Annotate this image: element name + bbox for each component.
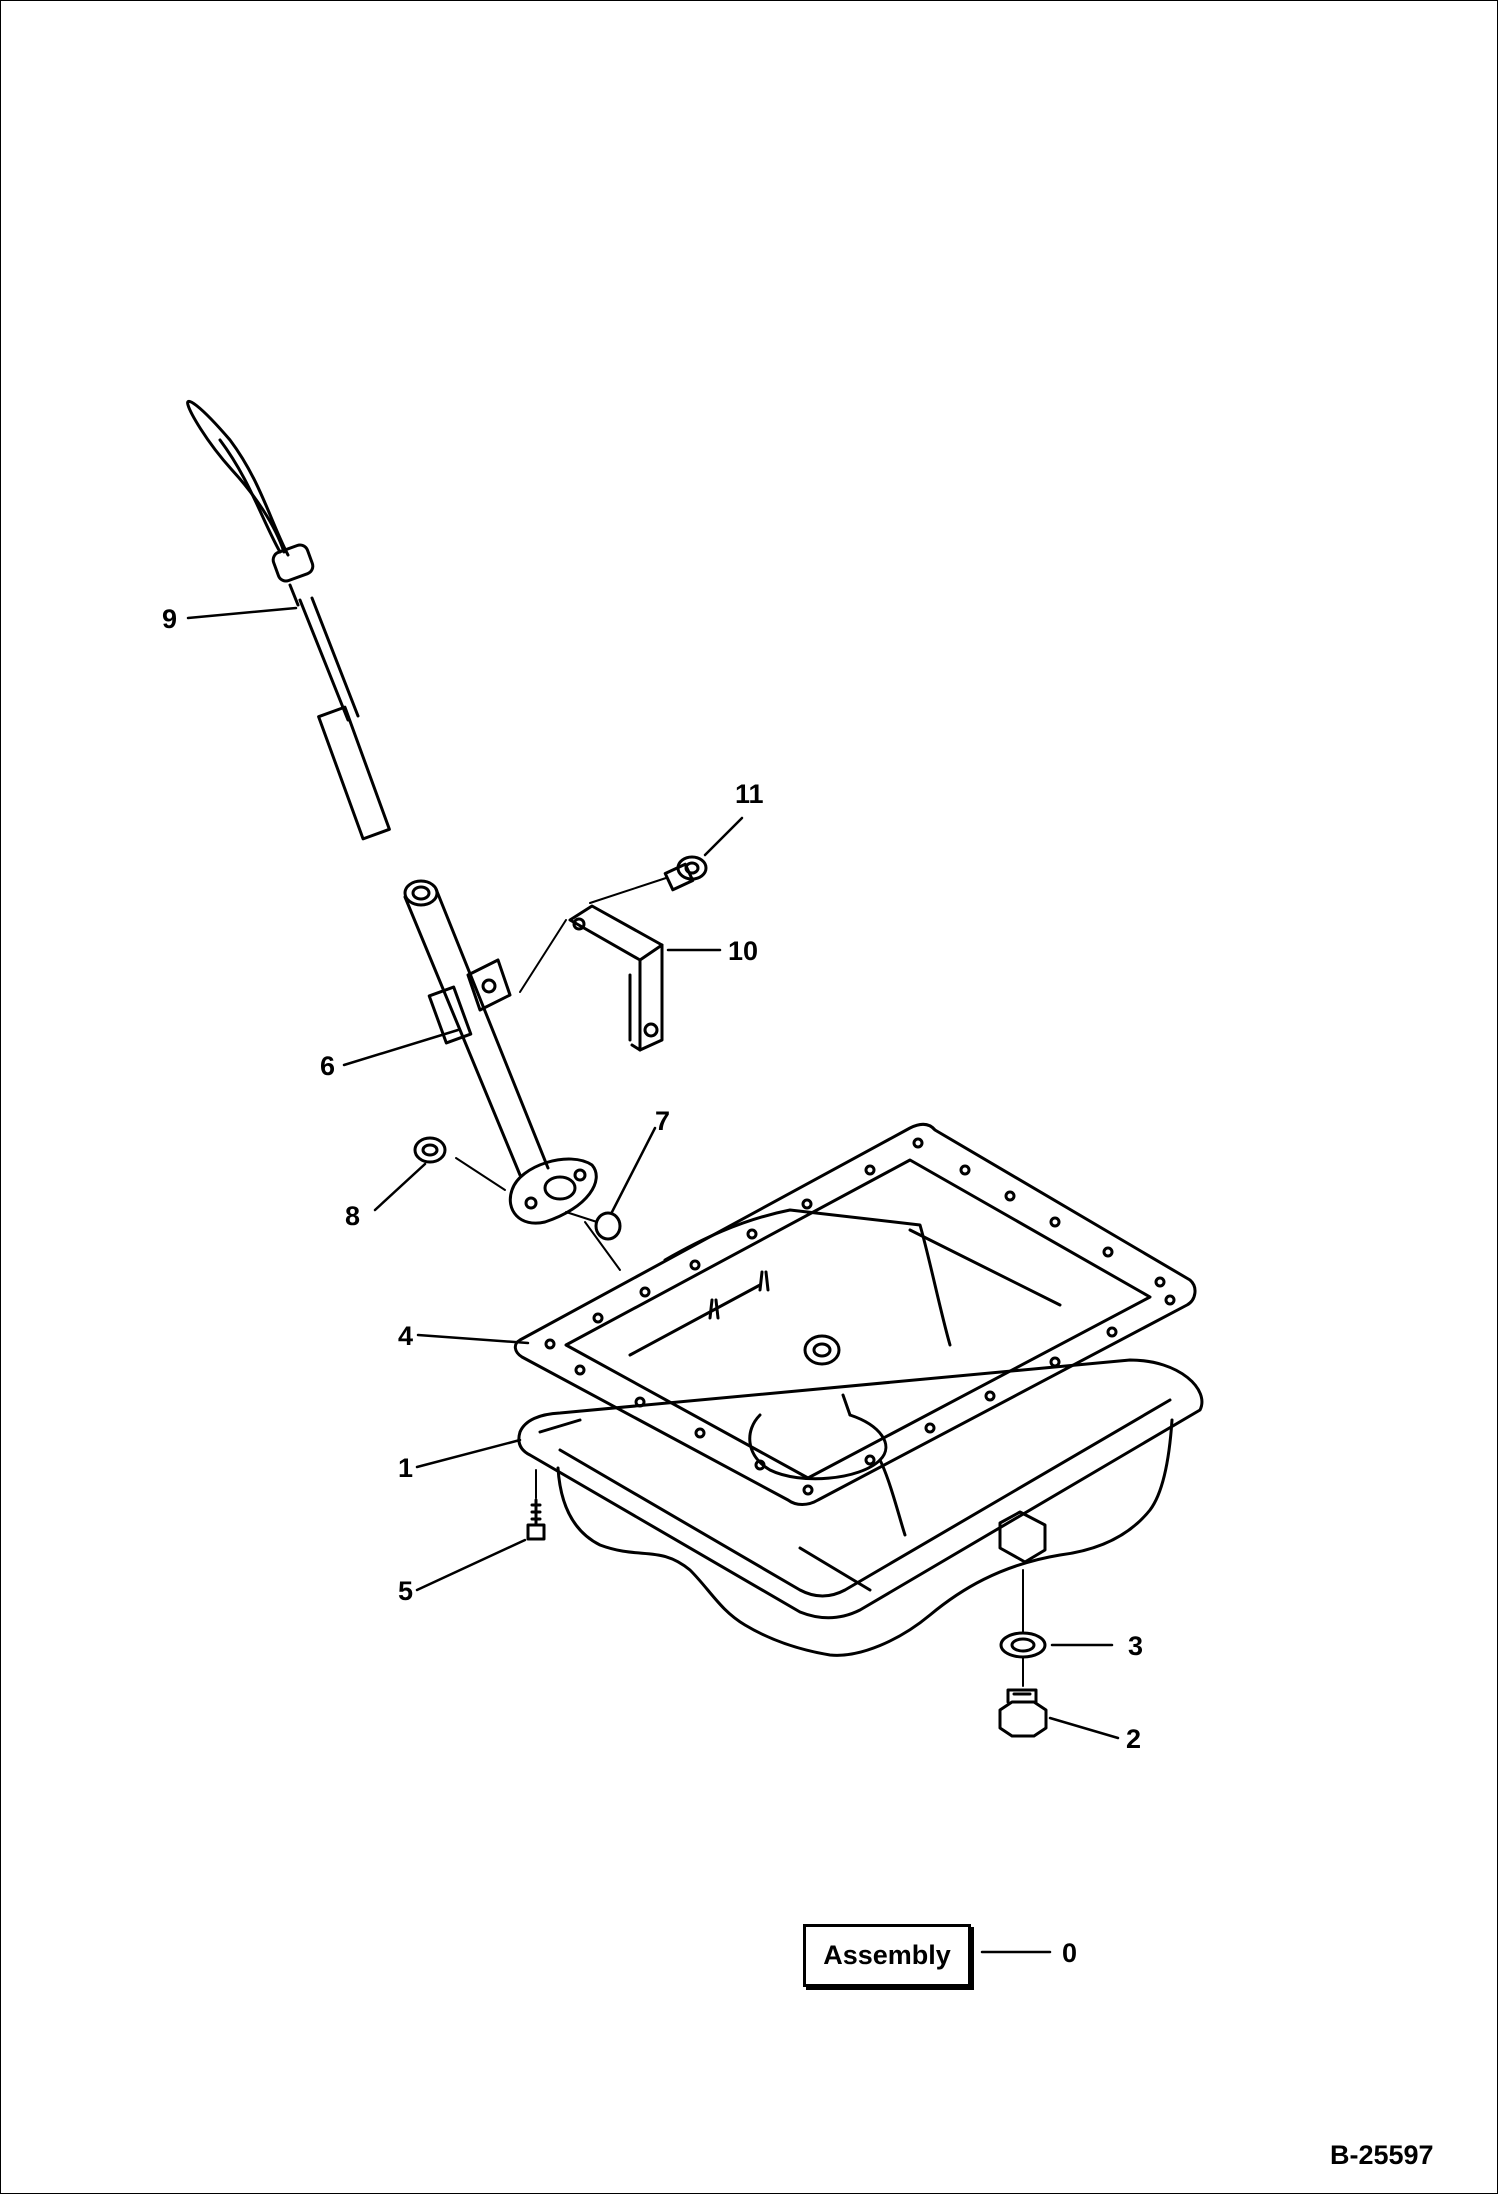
assembly-lines [455, 877, 1024, 1687]
bolt-part-11 [663, 855, 708, 892]
callout-assembly-number: 0 [1062, 1938, 1077, 1968]
nut-part-8 [413, 1136, 447, 1164]
drawing-reference-code: B-25597 [1330, 2140, 1434, 2170]
callout-11: 11 [735, 779, 764, 809]
guide-tube-part-6 [403, 879, 598, 1225]
bolt-part-5 [526, 1498, 546, 1541]
bracket-part-10 [568, 904, 664, 1052]
callout-2: 2 [1126, 1724, 1141, 1754]
callout-1: 1 [398, 1453, 413, 1483]
o-ring-part-7 [594, 1211, 622, 1241]
callout-10: 10 [728, 936, 758, 966]
assembly-box: Assembly [803, 1924, 971, 1987]
washer-part-3 [999, 1631, 1047, 1659]
callout-3: 3 [1128, 1631, 1143, 1661]
dipstick-part-9 [186, 399, 391, 841]
drain-plug-part-2 [998, 1688, 1048, 1738]
callout-9: 9 [162, 604, 177, 634]
oil-pan-part-1 [517, 1208, 1204, 1657]
callout-5: 5 [398, 1576, 413, 1606]
callout-4: 4 [398, 1321, 413, 1351]
gasket-part-4 [513, 1122, 1197, 1506]
callout-7: 7 [655, 1106, 670, 1136]
callout-6: 6 [320, 1051, 335, 1081]
leader-lines [186, 606, 1120, 1954]
assembly-label: Assembly [823, 1940, 951, 1970]
callout-8: 8 [345, 1201, 360, 1231]
